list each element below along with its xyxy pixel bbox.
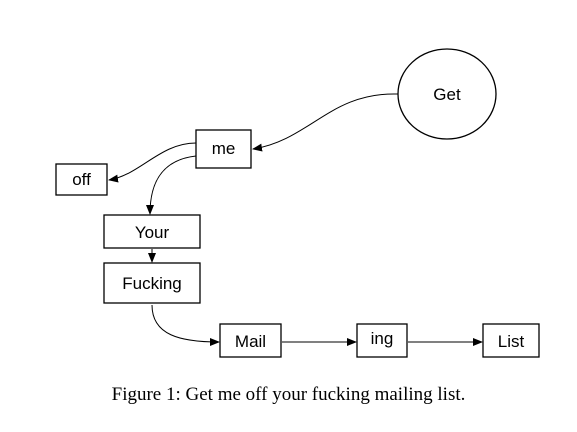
node-get-label: Get xyxy=(433,85,461,104)
node-mail-label: Mail xyxy=(235,332,266,351)
node-fucking-label: Fucking xyxy=(122,274,182,293)
node-ing-label: ing xyxy=(371,329,394,348)
node-your: Your xyxy=(103,214,201,249)
node-your-label: Your xyxy=(135,223,170,242)
figure-caption: Figure 1: Get me off your fucking mailin… xyxy=(111,384,466,405)
node-off: off xyxy=(55,163,108,196)
node-ing: ing xyxy=(356,323,408,358)
node-list-label: List xyxy=(498,332,525,351)
edge-me-to-your xyxy=(146,155,197,215)
node-off-label: off xyxy=(72,170,91,189)
node-list: List xyxy=(482,323,540,358)
node-get: Get xyxy=(397,48,497,140)
edge-fucking-to-mail xyxy=(151,304,220,346)
edge-get-to-me xyxy=(252,93,399,152)
edge-me-to-off xyxy=(108,142,197,183)
node-me-label: me xyxy=(212,139,236,158)
node-mail: Mail xyxy=(219,323,282,358)
edges xyxy=(108,93,483,346)
node-me: me xyxy=(195,129,252,169)
node-fucking: Fucking xyxy=(103,262,201,304)
